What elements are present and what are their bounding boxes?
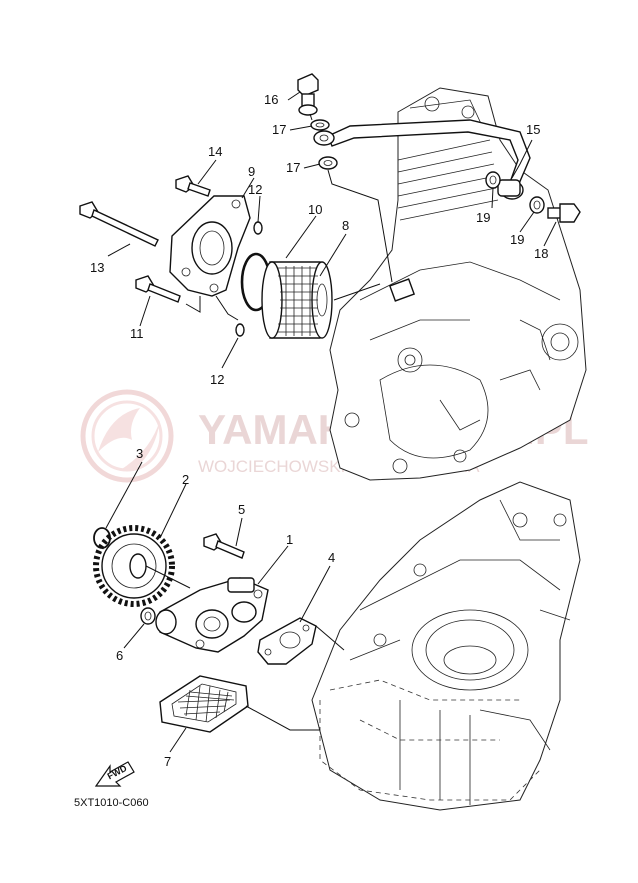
bolt-11	[135, 275, 181, 303]
callout-6: 6	[116, 648, 123, 663]
callout-12-top: 12	[248, 182, 262, 197]
callout-19-right: 19	[510, 232, 524, 247]
callout-10: 10	[308, 202, 322, 217]
callout-2: 2	[182, 472, 189, 487]
callout-8: 8	[342, 218, 349, 233]
callout-17-bottom: 17	[286, 160, 300, 175]
callout-3: 3	[136, 446, 143, 461]
callout-11: 11	[130, 326, 144, 341]
callout-15: 15	[526, 122, 540, 137]
copper-washer-17-top	[310, 119, 330, 131]
callout-18: 18	[534, 246, 548, 261]
bolt-5	[203, 533, 245, 559]
oil-pump-gasket-4	[257, 617, 317, 665]
o-ring-12-top	[253, 221, 263, 235]
callout-13: 13	[90, 260, 104, 275]
oil-filter-element	[261, 261, 333, 339]
collar-6	[140, 607, 156, 625]
bolt-14	[175, 175, 211, 197]
callout-5: 5	[238, 502, 245, 517]
copper-washer-17-bottom	[318, 156, 338, 170]
callout-17-top: 17	[272, 122, 286, 137]
callout-1: 1	[286, 532, 293, 547]
oil-pump-drive-gear	[93, 525, 175, 607]
oil-filter-cover	[169, 195, 251, 297]
watermark-logo	[80, 389, 174, 483]
callout-4: 4	[328, 550, 335, 565]
diagram-code: 5XT1010-C060	[74, 797, 149, 809]
callout-7: 7	[164, 754, 171, 769]
callouts: 1 2 3 4 5 6 7 8 9 10 11 12 12 13 14 15 1…	[90, 92, 548, 769]
oil-delivery-pipe	[313, 119, 531, 200]
callout-12-bottom: 12	[210, 372, 224, 387]
forward-direction-arrow: FWD	[94, 761, 135, 787]
union-bolt-16	[297, 73, 319, 116]
oil-pump-assembly	[155, 577, 269, 653]
callout-14: 14	[208, 144, 222, 159]
copper-washer-19-left	[485, 171, 501, 189]
callout-19-left: 19	[476, 210, 490, 225]
lower-engine-block	[311, 481, 581, 811]
oil-strainer-7	[159, 675, 249, 733]
upper-engine-block	[329, 87, 587, 481]
bolt-13	[79, 201, 159, 247]
o-ring-12-bottom	[235, 323, 245, 337]
copper-washer-19-right	[529, 196, 545, 214]
callout-16: 16	[264, 92, 278, 107]
callout-9: 9	[248, 164, 255, 179]
union-bolt-18	[547, 203, 581, 223]
leader-lines	[105, 91, 557, 753]
